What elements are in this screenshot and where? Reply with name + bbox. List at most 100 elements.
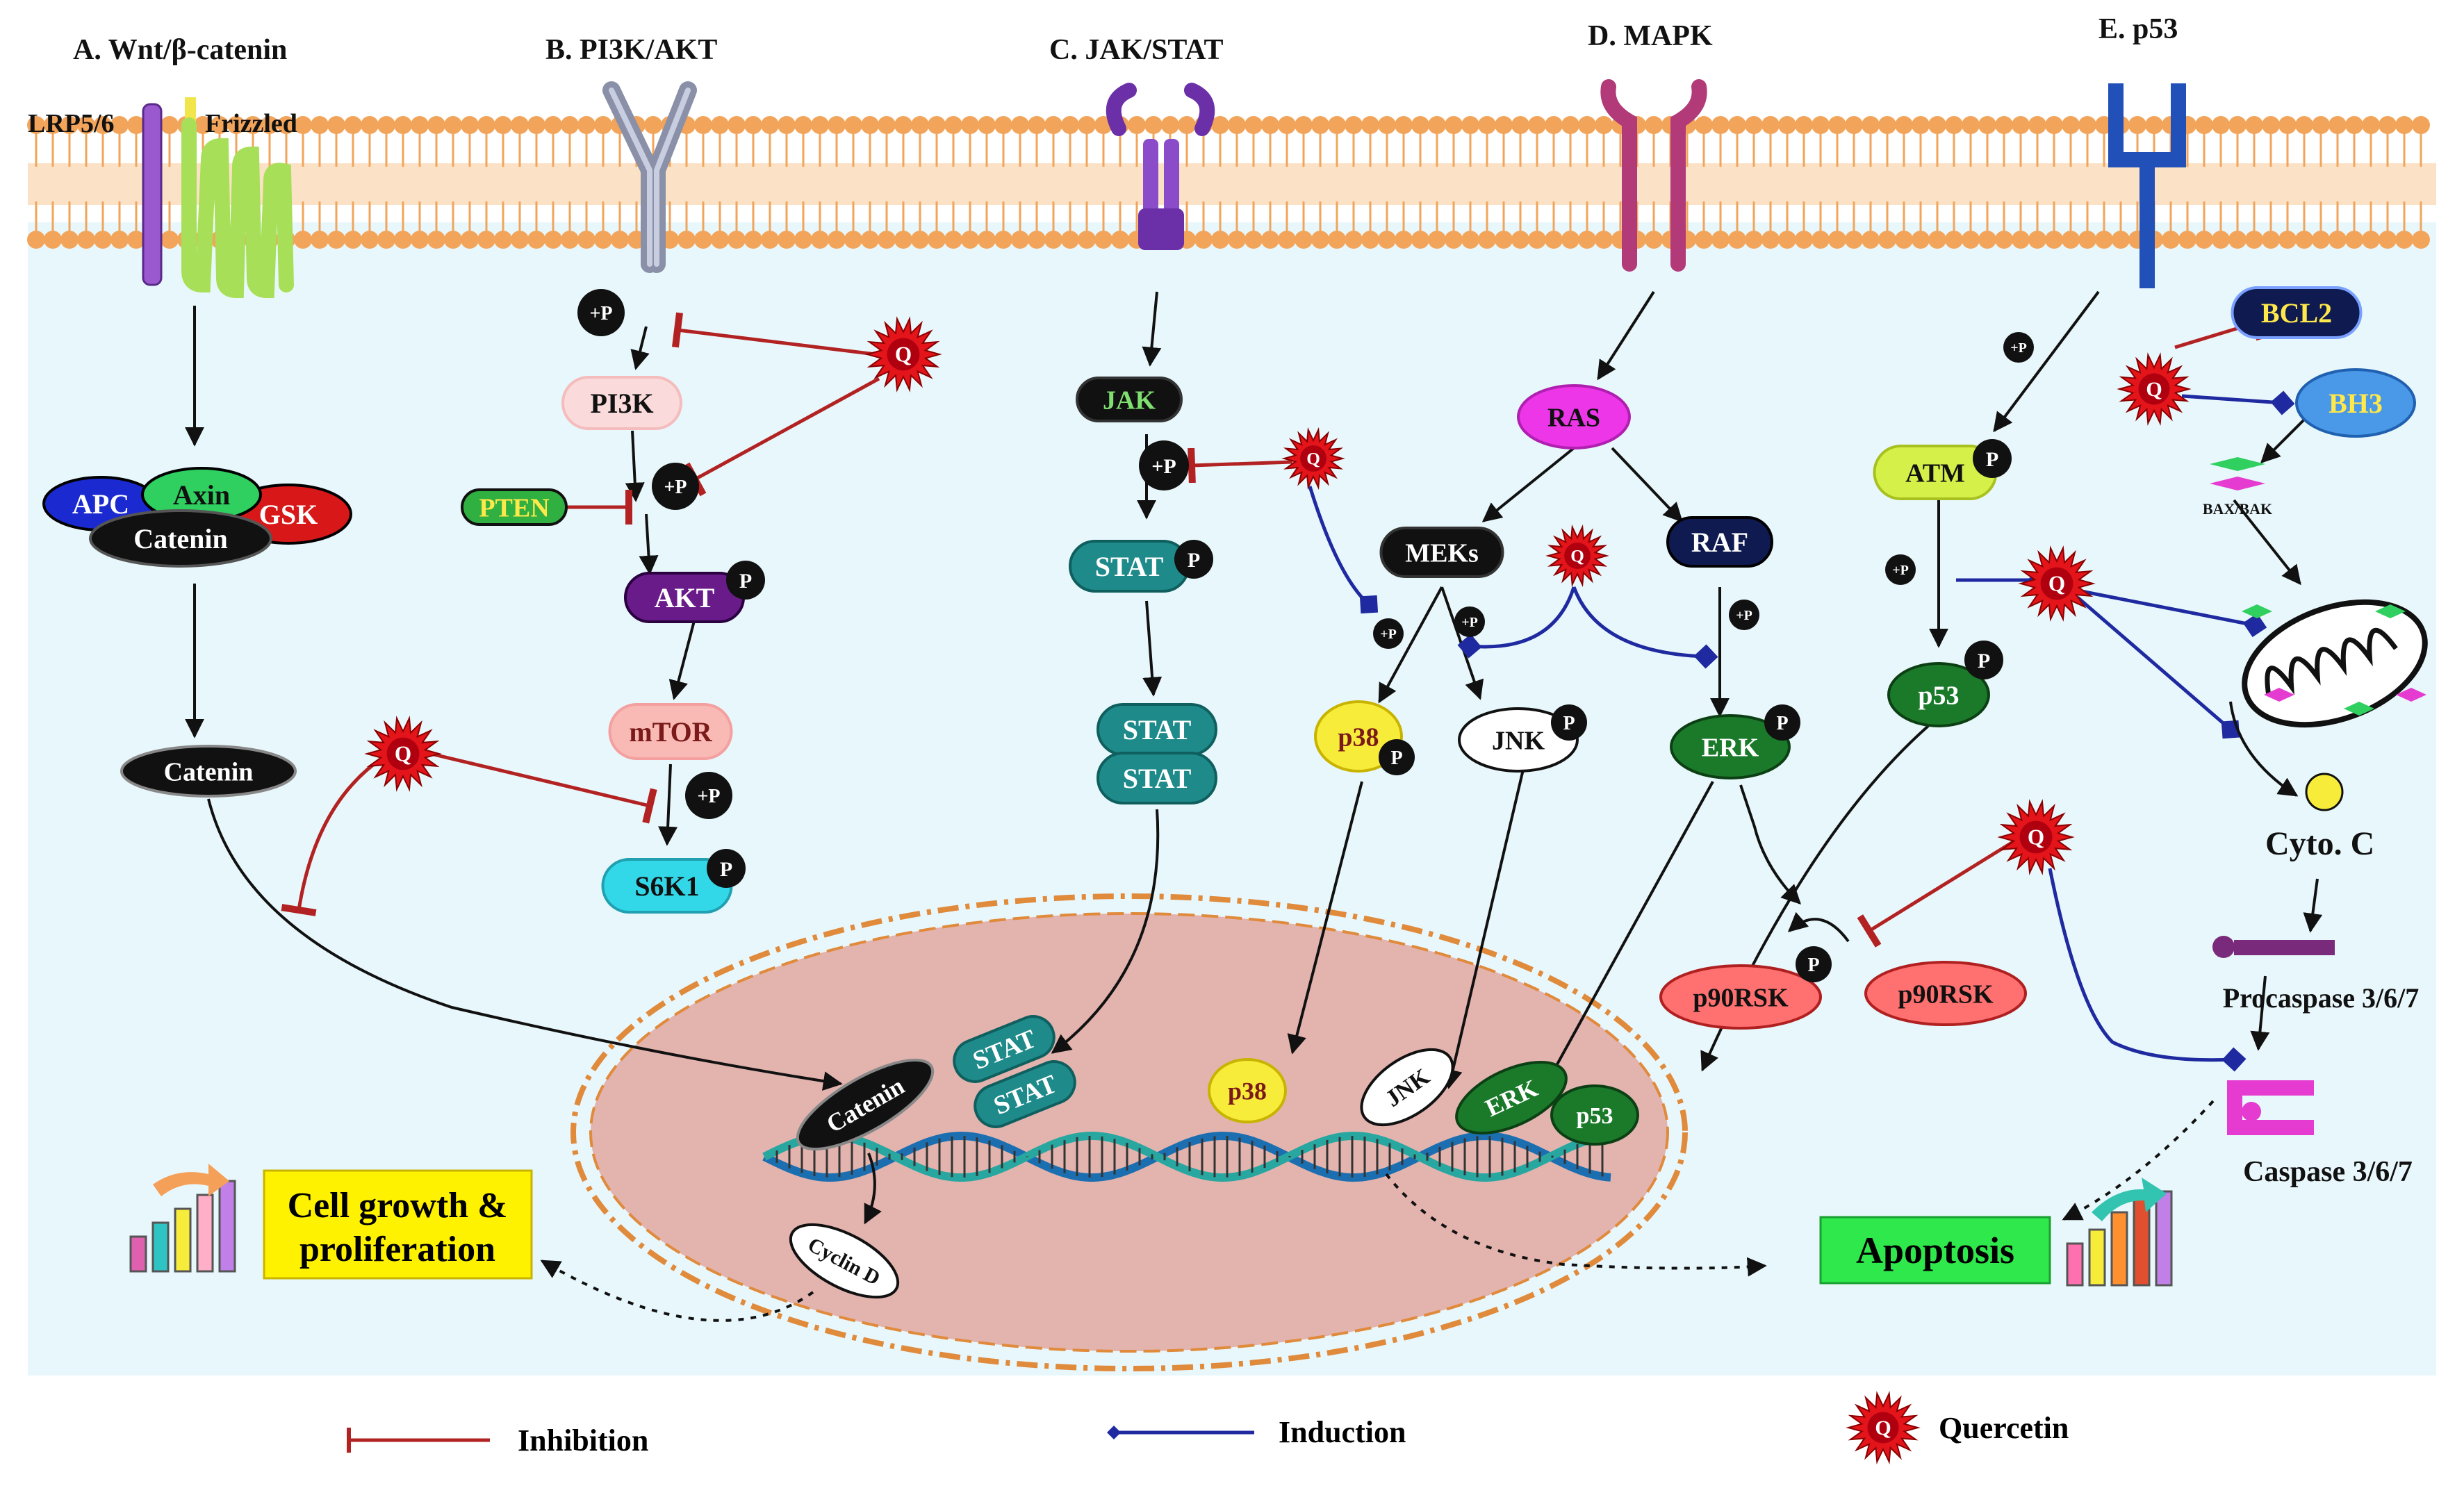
stat-node: STAT	[1069, 540, 1190, 593]
inhibit-akt-phos	[683, 377, 880, 497]
quercetin-mtor: Q	[364, 716, 442, 792]
catenin-node: Catenin	[120, 745, 297, 798]
pi3k-node-label: PI3K	[590, 388, 653, 419]
p38-node-label: p38	[1338, 723, 1379, 752]
nuc-jnk-node: JNK	[1360, 1048, 1454, 1127]
legend-quercetin: Quercetin	[1939, 1411, 2069, 1445]
lrp-label: LRP5/6	[28, 109, 115, 138]
p-badge-s6k1: P	[707, 849, 746, 888]
inhibit-pi3k-phos	[671, 312, 876, 356]
arrow-meks-p38	[1378, 586, 1443, 704]
svg-text:+P: +P	[1461, 615, 1478, 630]
arrow-mito-cytoc	[2229, 701, 2299, 797]
svg-text:Q: Q	[2028, 825, 2044, 849]
bh3-node: BH3	[2295, 368, 2416, 438]
erk-node-label: ERK	[1702, 733, 1759, 762]
arrow-stat-dimer	[1142, 600, 1163, 697]
panel-title-b: B. PI3K/AKT	[545, 34, 717, 66]
svg-text:+P: +P	[697, 786, 720, 807]
growth-bars-icon	[129, 1180, 236, 1273]
apc-node-label: APC	[72, 488, 129, 520]
svg-text:P: P	[1978, 650, 1990, 672]
ras-node-label: RAS	[1547, 403, 1600, 432]
svg-text:Q: Q	[1875, 1417, 1891, 1439]
stat-dimer-top: STAT	[1097, 703, 1217, 756]
svg-text:+P: +P	[1151, 455, 1176, 478]
akt-node: AKT	[624, 572, 745, 623]
svg-text:Q: Q	[2146, 378, 2162, 401]
p-badge-p53: P	[1964, 641, 2003, 679]
phos-badge-raf: +P	[1729, 600, 1759, 630]
cell-growth-box: Cell growth &proliferation	[263, 1169, 533, 1280]
stat-node-label: STAT	[1095, 551, 1164, 582]
induce-cytoc	[2076, 596, 2240, 739]
inhibit-p90rsk	[1857, 839, 2017, 948]
phos-badge-jak: +P	[1139, 440, 1189, 490]
arrow-receptor-pi3k	[630, 326, 650, 370]
arrow-erk-nucleus	[1541, 781, 1714, 1093]
akt-node-label: AKT	[655, 582, 715, 613]
phos-badge-atm-top: +P	[2003, 332, 2034, 363]
svg-text:P: P	[1807, 955, 1819, 976]
bcl2-node-label: BCL2	[2261, 297, 2332, 329]
p90rsk-node-label: p90RSK	[1898, 980, 1994, 1009]
phos-badge-meks: +P	[1373, 618, 1404, 649]
svg-text:+P: +P	[1736, 608, 1752, 623]
erk-node: ERK	[1670, 714, 1791, 779]
caspase-label: Caspase 3/6/7	[2243, 1156, 2413, 1188]
bcl2-node: BCL2	[2231, 286, 2363, 339]
arrow-jnk-nucleus	[1443, 760, 1527, 1089]
legend-inhibition: Inhibition	[518, 1423, 648, 1458]
svg-text:+P: +P	[1892, 563, 1909, 578]
svg-text:P: P	[1390, 748, 1402, 769]
meks-node: MEKs	[1379, 527, 1504, 578]
phos-badge-p53: +P	[1885, 554, 1916, 585]
p-badge-jnk: P	[1551, 704, 1587, 741]
svg-text:Apoptosis: Apoptosis	[1856, 1230, 2014, 1271]
raf-node: RAF	[1666, 516, 1773, 568]
svg-text:P: P	[1188, 549, 1200, 572]
axin-node: Axin	[141, 467, 262, 522]
nuc-p38-node-label: p38	[1228, 1078, 1267, 1105]
phos-badge-pi3k: +P	[577, 289, 625, 336]
inhibit-jak-phos	[1188, 447, 1293, 484]
arrow-caspase-apoptosis	[2062, 1100, 2215, 1221]
pten-node-label: PTEN	[479, 493, 549, 522]
induce-caspase	[2048, 868, 2247, 1072]
nuc-p53-node-label: p53	[1577, 1103, 1613, 1129]
svg-text:Q: Q	[395, 741, 411, 766]
svg-text:+P: +P	[2010, 340, 2027, 356]
svg-text:Q: Q	[2048, 571, 2065, 595]
arrow-akt-mtor	[668, 618, 696, 700]
baxbak-icon	[2210, 457, 2265, 490]
quercetin-pi3k: Q	[864, 316, 942, 393]
p90rsk-node-phos-label: p90RSK	[1693, 983, 1789, 1012]
induce-erk-phos	[1572, 586, 1718, 669]
apoptosis-box: Apoptosis	[1819, 1216, 2051, 1285]
p53-node-label: p53	[1918, 681, 1959, 710]
quercetin-atm: Q	[2018, 545, 2096, 622]
svg-text:+P: +P	[664, 477, 687, 498]
jak-node: JAK	[1076, 377, 1183, 422]
cyto-c-icon	[2305, 773, 2344, 811]
phos-badge-akt: +P	[652, 463, 699, 510]
quercetin-legend: Q	[1846, 1391, 1921, 1464]
stat-dimer-top-label: STAT	[1123, 714, 1192, 745]
complex-catenin-node-label: Catenin	[133, 523, 228, 554]
complex-catenin-node: Catenin	[89, 509, 272, 568]
svg-text:Q: Q	[895, 342, 912, 366]
apoptosis-bars-icon	[2066, 1190, 2173, 1287]
arrow-catenin-cyclin	[864, 1153, 882, 1225]
inhibit-s6k1	[430, 752, 657, 824]
p90rsk-node-phos: p90RSK	[1659, 964, 1822, 1030]
growth-trend-icon	[153, 1164, 229, 1196]
bh3-node-label: BH3	[2329, 388, 2383, 419]
atm-node: ATM	[1873, 445, 1998, 500]
dna-helix	[762, 1131, 1611, 1182]
legend-induction: Induction	[1279, 1415, 1406, 1449]
arrow-bh3-baxbak	[2260, 419, 2305, 463]
procaspase-icon	[2212, 936, 2335, 958]
